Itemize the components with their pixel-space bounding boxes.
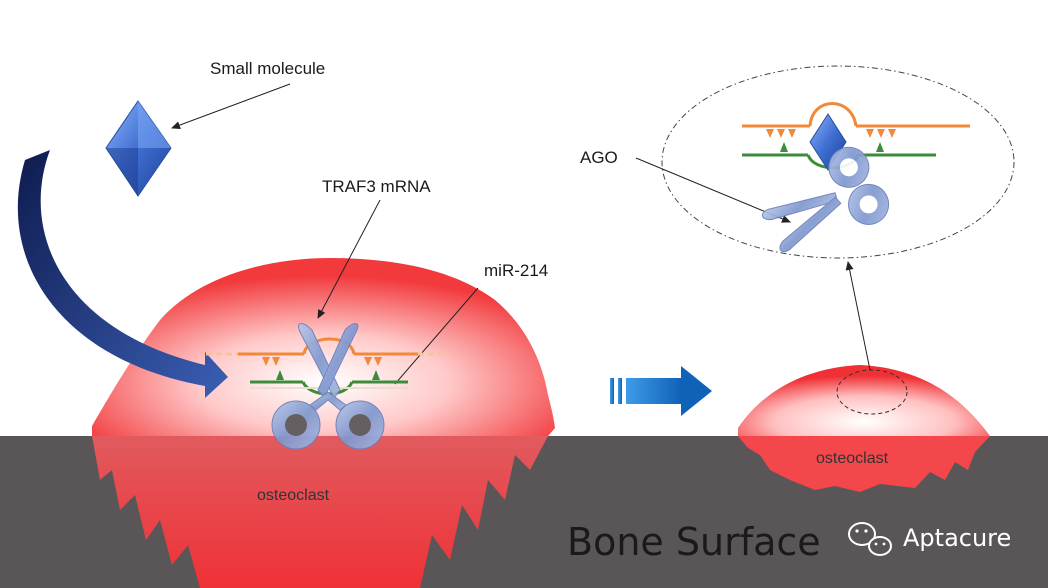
diamond-molecule-icon [105,100,172,197]
wechat-logo-icon [848,522,892,556]
curved-navy-arrow [17,150,228,398]
osteoclast-large-upper [92,258,555,436]
osteoclast-small-lower [738,436,990,492]
osteoclast-small-upper [738,365,990,436]
ago-label: AGO [580,148,618,167]
mir214-pointer [394,287,479,385]
scissors-ago-zoom-icon [761,146,890,253]
traf3-mrna-label: TRAF3 mRNA [322,177,431,196]
osteoclast-large-label: osteoclast [257,487,330,504]
zoom-pointer-arrow [845,261,871,371]
mir214-label: miR-214 [484,261,548,280]
zoom-callout-ellipse [661,65,1015,259]
small-molecule-pointer [171,83,291,129]
traf3-mrna-pointer [317,199,381,319]
small-molecule-label: Small molecule [210,59,325,78]
blue-process-arrow-icon [610,366,712,416]
scissors-ago-icon [271,323,385,450]
osteoclast-large-lower [92,436,548,588]
osteoclast-small-label: osteoclast [816,450,889,467]
brand-watermark: Aptacure [903,524,1011,552]
zoom-source-ellipse [836,369,908,415]
bone-surface-label: Bone Surface [567,520,821,564]
